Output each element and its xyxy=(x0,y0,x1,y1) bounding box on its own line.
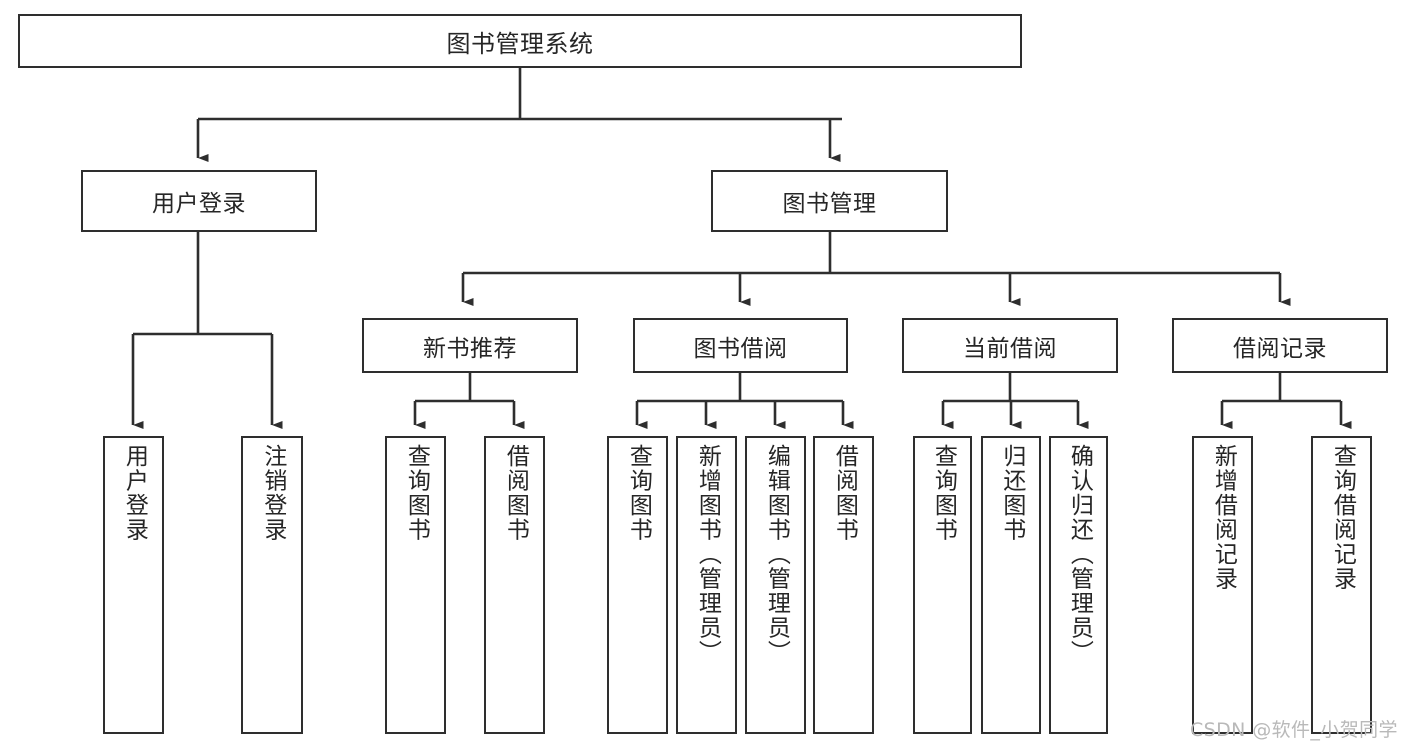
node-label: 当前借阅 xyxy=(963,335,1057,362)
leaf-new-book-recommend-1[interactable]: 查询图书 xyxy=(385,436,446,734)
leaf-book-borrow-3[interactable]: 编辑图书（管理员） xyxy=(745,436,806,734)
node-label: 查询图书 xyxy=(403,444,430,542)
node-label: 查询图书 xyxy=(930,444,957,542)
node-label: 新增借阅记录 xyxy=(1210,444,1237,591)
node-label: 图书借阅 xyxy=(693,335,788,362)
leaf-user-login-2[interactable]: 注销登录 xyxy=(241,436,303,734)
node-user-login[interactable]: 用户登录 xyxy=(81,170,317,232)
node-book-borrow[interactable]: 图书借阅 xyxy=(633,318,848,373)
node-current-borrow[interactable]: 当前借阅 xyxy=(902,318,1118,373)
node-label: 查询图书 xyxy=(625,444,652,542)
node-label: 注销登录 xyxy=(259,444,286,542)
node-label: 确认归还（管理员） xyxy=(1066,444,1093,665)
leaf-current-borrow-3[interactable]: 确认归还（管理员） xyxy=(1049,436,1108,734)
node-new-book-recommend[interactable]: 新书推荐 xyxy=(362,318,578,373)
watermark-text: CSDN @软件_小贺同学 xyxy=(1190,719,1398,741)
node-root-book-management-system[interactable]: 图书管理系统 xyxy=(18,14,1022,68)
node-label: 借阅图书 xyxy=(502,444,529,542)
node-label: 用户登录 xyxy=(152,191,246,217)
node-label: 查询借阅记录 xyxy=(1329,444,1356,591)
node-label: 新增图书（管理员） xyxy=(694,444,721,665)
node-label: 新书推荐 xyxy=(423,335,517,362)
node-label: 图书管理 xyxy=(782,191,877,217)
leaf-book-borrow-4[interactable]: 借阅图书 xyxy=(813,436,874,734)
node-label: 编辑图书（管理员） xyxy=(763,444,790,665)
leaf-new-book-recommend-2[interactable]: 借阅图书 xyxy=(484,436,545,734)
node-label: 归还图书 xyxy=(998,444,1025,542)
leaf-current-borrow-2[interactable]: 归还图书 xyxy=(981,436,1041,734)
leaf-book-borrow-1[interactable]: 查询图书 xyxy=(607,436,668,734)
leaf-book-borrow-2[interactable]: 新增图书（管理员） xyxy=(676,436,737,734)
node-label: 图书管理系统 xyxy=(446,29,594,58)
leaf-current-borrow-1[interactable]: 查询图书 xyxy=(913,436,972,734)
node-book-management[interactable]: 图书管理 xyxy=(711,170,948,232)
leaf-user-login-1[interactable]: 用户登录 xyxy=(103,436,164,734)
node-borrow-record[interactable]: 借阅记录 xyxy=(1172,318,1388,373)
leaf-borrow-record-1[interactable]: 新增借阅记录 xyxy=(1192,436,1253,734)
leaf-borrow-record-2[interactable]: 查询借阅记录 xyxy=(1311,436,1372,734)
node-label: 借阅图书 xyxy=(831,444,858,542)
node-label: 用户登录 xyxy=(121,444,148,542)
node-label: 借阅记录 xyxy=(1233,335,1327,362)
